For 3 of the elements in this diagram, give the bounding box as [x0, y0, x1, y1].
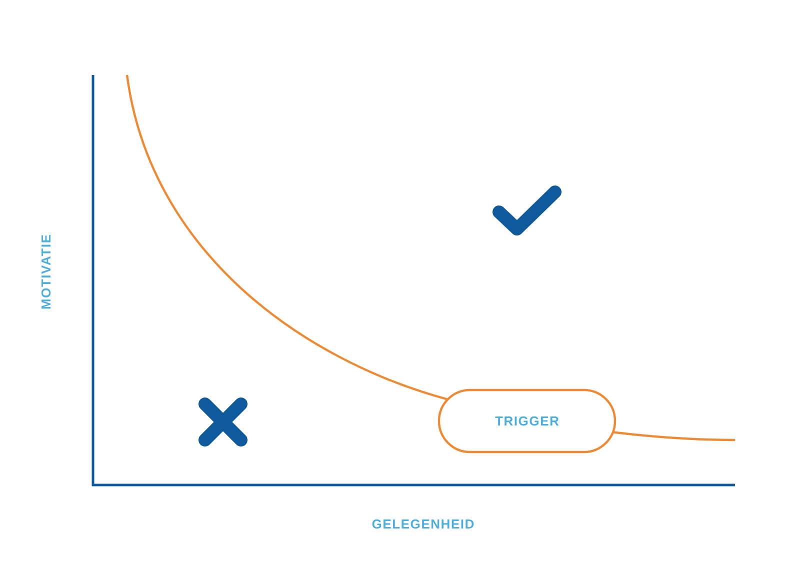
axis-label: GELEGENHEID	[372, 519, 474, 529]
trigger-pill: TRIGGER	[438, 388, 616, 454]
axis-label: MOTIVATIE	[41, 234, 51, 309]
